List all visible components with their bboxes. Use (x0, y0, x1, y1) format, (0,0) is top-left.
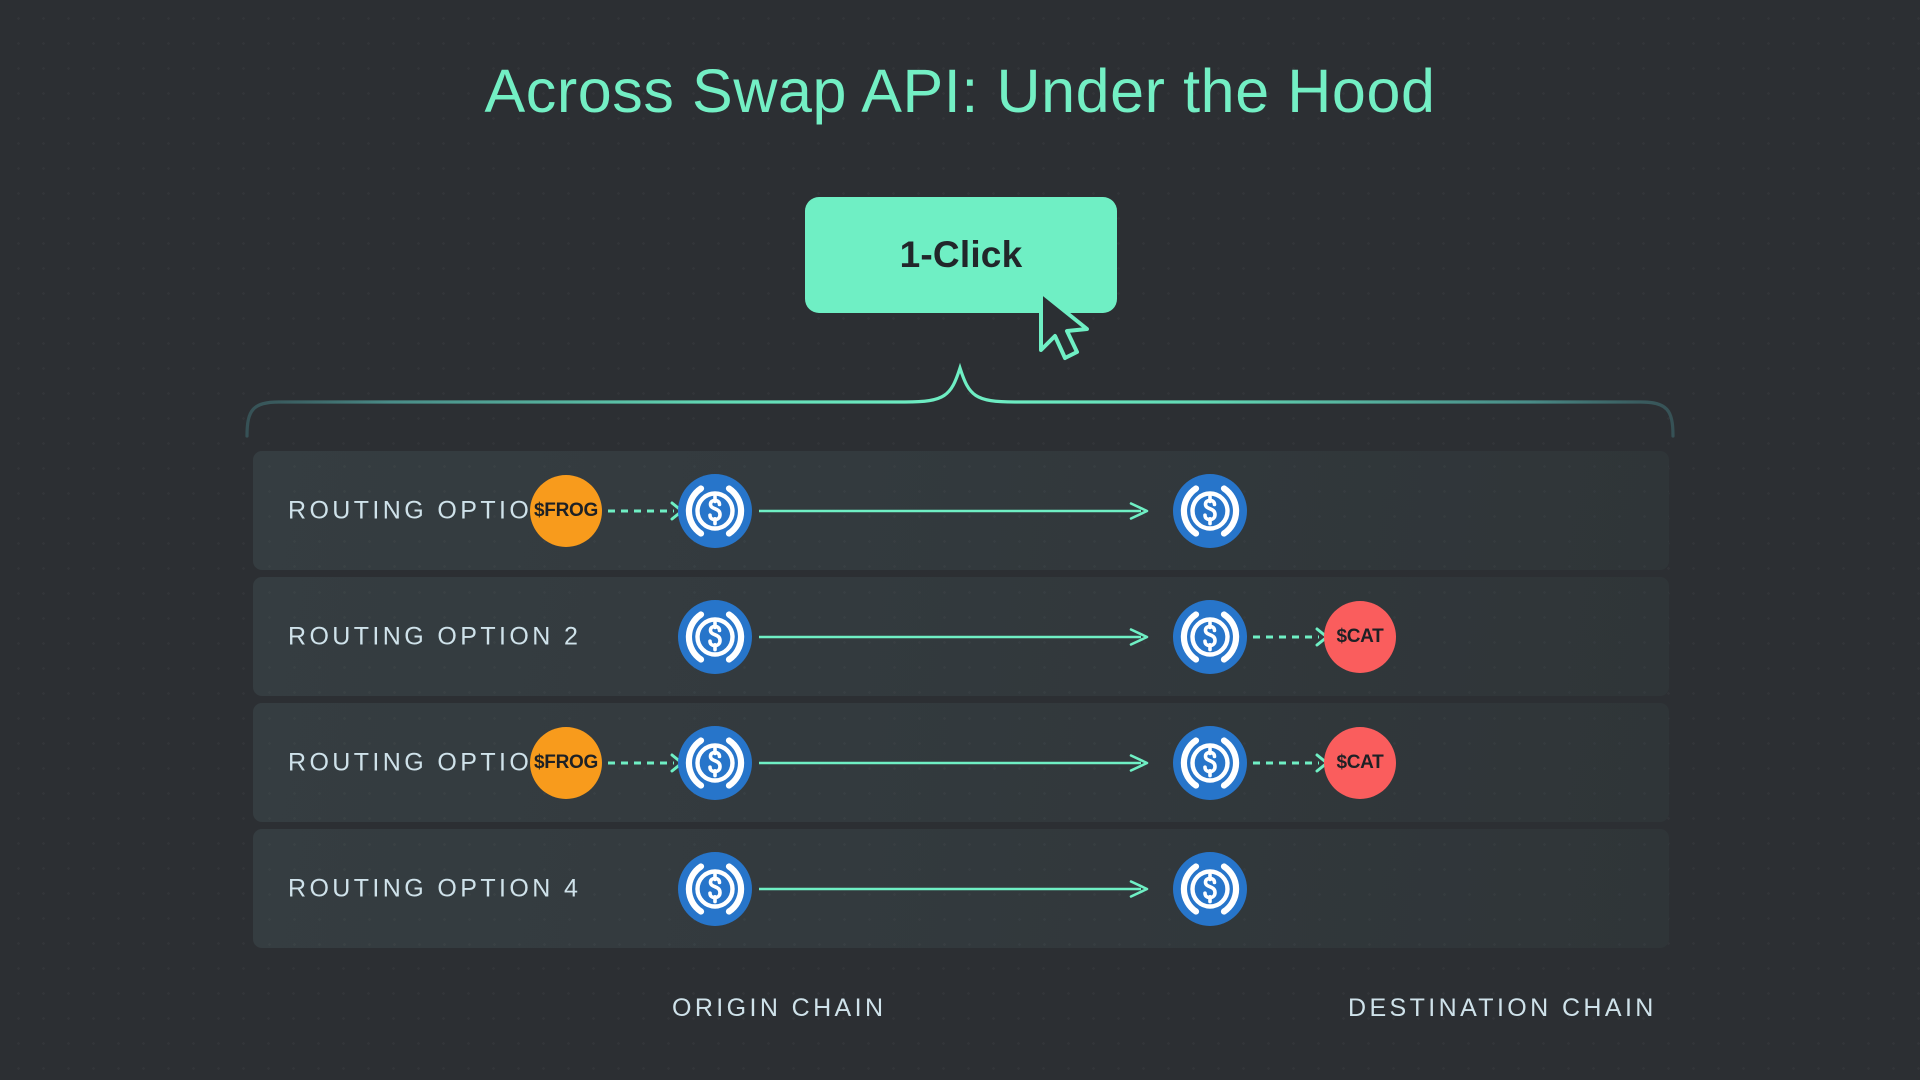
usdc-token-icon (678, 473, 752, 548)
usdc-token-icon (1173, 851, 1247, 926)
usdc-token-icon (1173, 599, 1247, 674)
usdc-token-icon (678, 599, 752, 674)
routing-option-label: ROUTING OPTION 4 (288, 874, 582, 902)
cat-token-icon: $CAT (1324, 600, 1396, 673)
routing-option-label: ROUTING OPTION 1 (288, 496, 582, 524)
bridge-arrow-solid (759, 501, 1149, 520)
destination-chain-label: DESTINATION CHAIN (1348, 994, 1657, 1022)
bridge-arrow-solid (759, 753, 1149, 772)
usdc-token-icon (1173, 473, 1247, 548)
one-click-label: 1-Click (899, 234, 1023, 275)
usdc-token-icon (678, 851, 752, 926)
token-symbol: $CAT (1336, 751, 1384, 773)
bridge-arrow-solid (759, 627, 1149, 646)
token-symbol: $FROG (534, 751, 598, 773)
curly-brace-up-icon (245, 362, 1675, 438)
routing-options-list: ROUTING OPTION 1 $FROG (253, 451, 1669, 948)
usdc-token-icon (678, 725, 752, 800)
frog-token-icon: $FROG (530, 726, 602, 799)
cat-token-icon: $CAT (1324, 726, 1396, 799)
usdc-token-icon (1173, 725, 1247, 800)
routing-option-row-3[interactable]: ROUTING OPTION 3 $FROG (253, 703, 1669, 822)
routing-option-row-4[interactable]: ROUTING OPTION 4 (253, 829, 1669, 948)
routing-option-row-1[interactable]: ROUTING OPTION 1 $FROG (253, 451, 1669, 570)
routing-option-label: ROUTING OPTION 2 (288, 622, 582, 650)
bridge-arrow-solid (759, 879, 1149, 898)
cursor-arrow-icon (1039, 290, 1089, 360)
token-symbol: $CAT (1336, 625, 1384, 647)
origin-chain-label: ORIGIN CHAIN (672, 994, 887, 1022)
routing-option-row-2[interactable]: ROUTING OPTION 2 (253, 577, 1669, 696)
frog-token-icon: $FROG (530, 474, 602, 547)
page-title: Across Swap API: Under the Hood (484, 57, 1436, 125)
token-symbol: $FROG (534, 499, 598, 521)
routing-option-label: ROUTING OPTION 3 (288, 748, 582, 776)
one-click-button[interactable]: 1-Click (805, 197, 1117, 313)
